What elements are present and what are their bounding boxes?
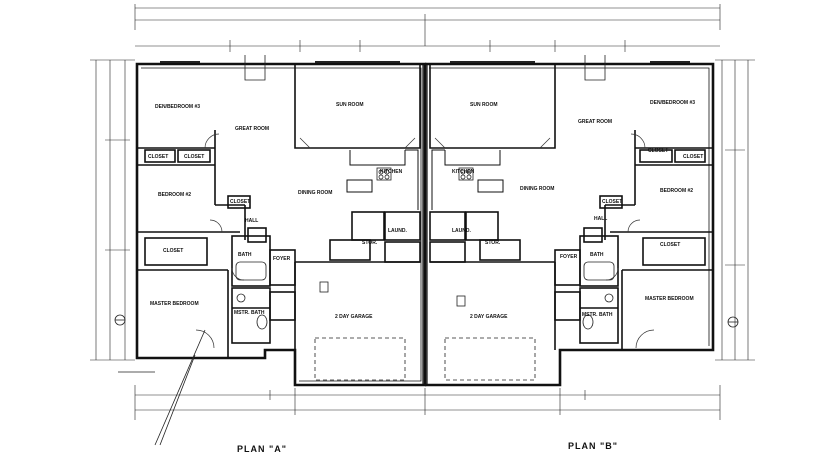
room-label: CLOSET (602, 199, 622, 205)
room-label: BEDROOM #2 (158, 192, 191, 198)
room-label: FOYER (273, 256, 291, 262)
room-label: GREAT ROOM (578, 119, 612, 125)
room-label: 2 DAY GARAGE (335, 314, 373, 320)
room-label: DINING ROOM (520, 186, 554, 192)
interior-walls-plan-b (429, 64, 713, 350)
room-label: BEDROOM #2 (660, 188, 693, 194)
room-label: MASTER BEDROOM (150, 301, 199, 307)
room-label: STOR. (362, 240, 378, 246)
room-label: HALL (594, 216, 607, 222)
room-label: KITCHEN (380, 169, 403, 175)
room-label: GREAT ROOM (235, 126, 269, 132)
room-label: DINING ROOM (298, 190, 332, 196)
room-label: CLOSET (163, 248, 183, 254)
room-label: SUN ROOM (470, 102, 498, 108)
room-label: DEN/BEDROOM #3 (650, 100, 695, 106)
room-label: BATH (590, 252, 604, 258)
room-label: SUN ROOM (336, 102, 364, 108)
room-label: BATH (238, 252, 252, 258)
room-label: MSTR. BATH (234, 310, 265, 316)
room-label: MSTR. BATH (582, 312, 613, 318)
fixtures (114, 55, 739, 446)
room-label: FOYER (560, 254, 578, 260)
room-label: CLOSET (683, 154, 703, 160)
room-label: KITCHEN (452, 169, 475, 175)
exterior-walls (135, 62, 715, 387)
plan-b-label: PLAN "B" (568, 441, 619, 451)
room-label: STOR. (485, 240, 501, 246)
room-label: HALL (245, 218, 258, 224)
room-label: CLOSET (230, 199, 250, 205)
room-label: 2 DAY GARAGE (470, 314, 508, 320)
room-label: LAUND. (388, 228, 407, 234)
room-label: MASTER BEDROOM (645, 296, 694, 302)
room-labels-plan-b: DEN/BEDROOM #3 SUN ROOM GREAT ROOM CLOSE… (452, 100, 703, 320)
room-label: CLOSET (660, 242, 680, 248)
room-label: CLOSET (184, 154, 204, 160)
door-swings (195, 133, 655, 349)
room-label: LAUND. (452, 228, 471, 234)
room-labels-plan-a: DEN/BEDROOM #3 SUN ROOM GREAT ROOM CLOSE… (148, 102, 407, 320)
room-label: CLOSET (148, 154, 168, 160)
plan-a-label: PLAN "A" (237, 444, 288, 454)
dimension-lines (90, 4, 755, 420)
interior-walls-plan-a (137, 64, 421, 358)
room-label: DEN/BEDROOM #3 (155, 104, 200, 110)
room-label: CLOSET (648, 148, 668, 154)
